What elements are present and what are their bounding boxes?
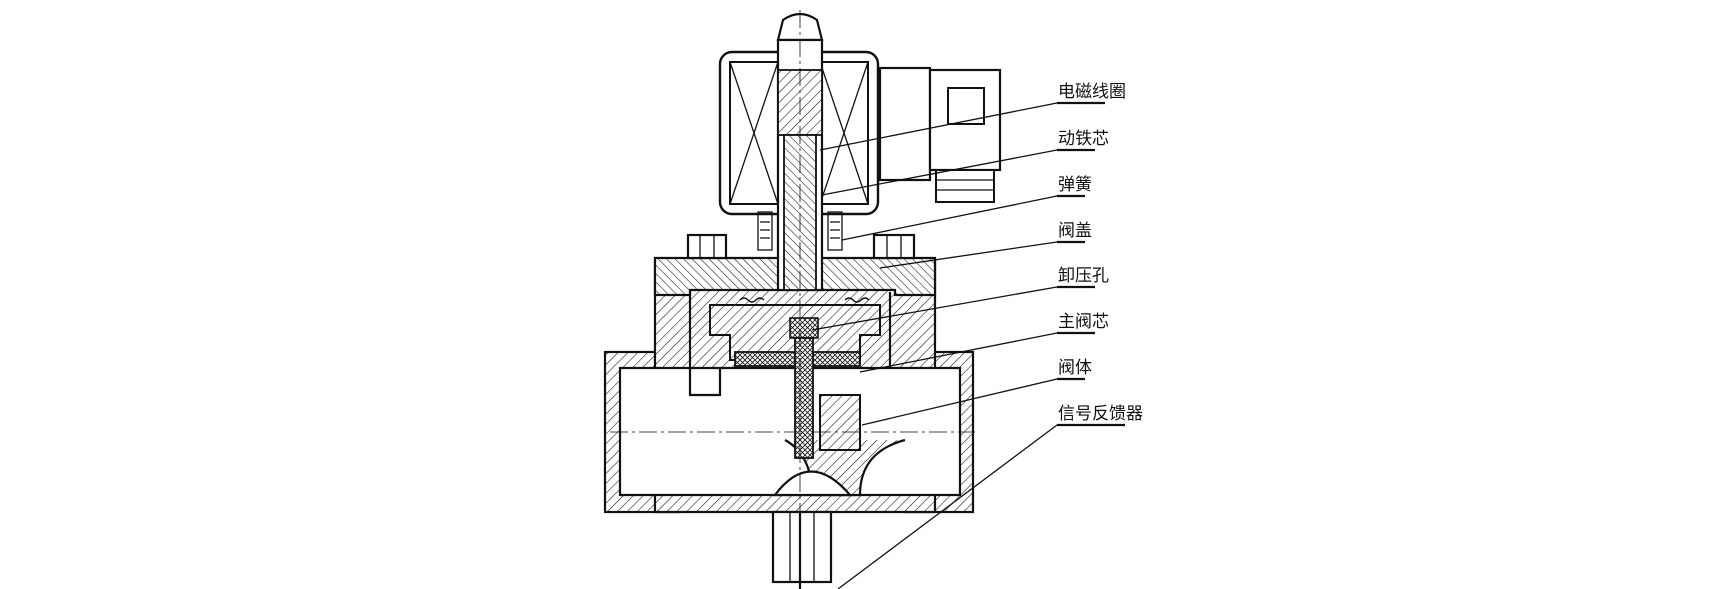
label-signal-feedback-sensor: 信号反馈器 — [1058, 404, 1143, 424]
solenoid-coil — [718, 50, 1002, 216]
label-valve-body: 阀体 — [1058, 358, 1092, 378]
label-moving-iron-core: 动铁芯 — [1058, 129, 1109, 149]
label-spring: 弹簧 — [1058, 175, 1092, 195]
label-main-valve-core: 主阀芯 — [1058, 312, 1109, 332]
valve-body — [603, 258, 975, 514]
moving-iron-core — [757, 10, 843, 580]
signal-feedback-sensor — [771, 510, 833, 589]
main-valve-core — [709, 297, 881, 459]
label-pressure-relief-hole: 卸压孔 — [1058, 266, 1109, 286]
label-valve-cover: 阀盖 — [1058, 221, 1092, 241]
leader-lines — [811, 101, 1125, 589]
label-solenoid-coil: 电磁线圈 — [1058, 82, 1126, 102]
